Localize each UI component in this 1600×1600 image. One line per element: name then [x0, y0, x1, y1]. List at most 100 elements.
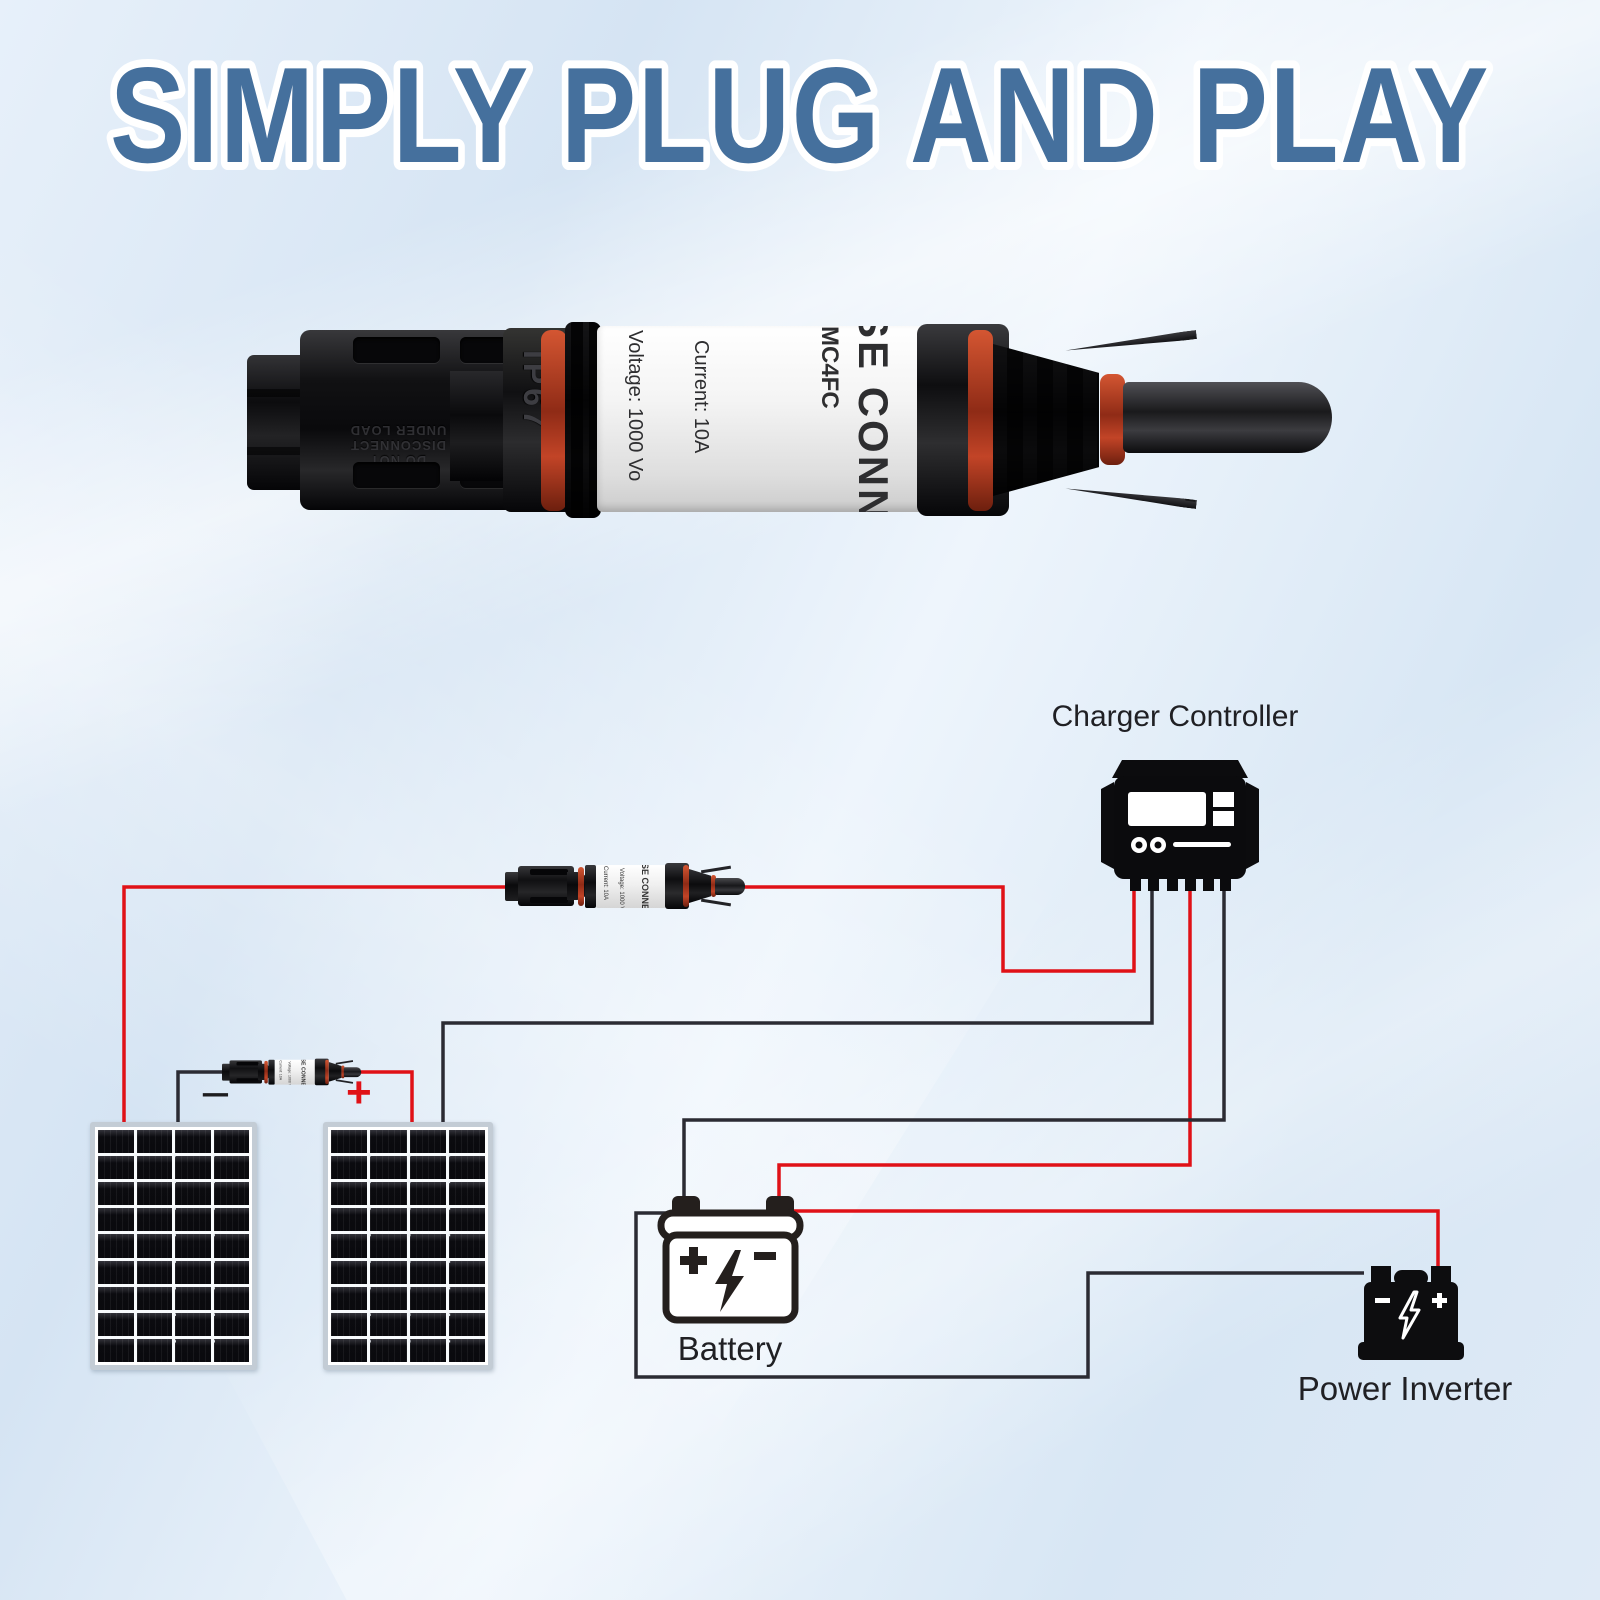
solar-cell: [136, 1156, 172, 1180]
inline-fuse-connector-top: Current: 10A Voltage: 1000 Vo SE CONNECT: [505, 862, 745, 910]
solar-cell: [370, 1182, 407, 1206]
solar-cell: [409, 1234, 446, 1258]
solar-cell: [98, 1260, 134, 1284]
solar-cell: [448, 1208, 485, 1232]
solar-cell: [331, 1312, 368, 1336]
title-banner: SIMPLY PLUG AND PLAY: [102, 40, 1496, 190]
solar-cell: [213, 1338, 249, 1362]
red-oring: [541, 330, 567, 511]
red-oring: [578, 867, 584, 906]
solar-cell: [175, 1312, 211, 1336]
connector-nut: [565, 322, 601, 518]
power-inverter-label: Power Inverter: [1297, 1370, 1513, 1407]
solar-cell: [448, 1156, 485, 1180]
connector-slot: [353, 337, 440, 363]
solar-cell: [409, 1338, 446, 1362]
solar-cell: [409, 1130, 446, 1154]
label-current-text: Current: 10A: [690, 340, 712, 454]
solar-cell: [448, 1260, 485, 1284]
solar-cell: [213, 1156, 249, 1180]
solar-cell: [448, 1234, 485, 1258]
solar-cell: [448, 1312, 485, 1336]
solar-cell: [370, 1286, 407, 1310]
solar-cell: [409, 1286, 446, 1310]
solar-cell: [370, 1208, 407, 1232]
solar-cell: [213, 1208, 249, 1232]
wire-battery-to-inverter-neg: [634, 1211, 1364, 1379]
battery-icon: [657, 1196, 804, 1324]
solar-cell: [409, 1156, 446, 1180]
connector-end-cap: [505, 872, 521, 901]
red-oring: [683, 865, 689, 907]
solar-cell: [409, 1312, 446, 1336]
solar-cell: [213, 1130, 249, 1154]
solar-cell: [98, 1338, 134, 1362]
solar-cell: [370, 1312, 407, 1336]
embossed-line: UNDER LOAD: [349, 423, 447, 438]
solar-cell: [213, 1260, 249, 1284]
locking-clip: [700, 898, 732, 907]
wire-fuse-mid-to-panel2: [361, 1070, 414, 1122]
solar-cell: [175, 1234, 211, 1258]
label-voltage-text: Voltage: 1000 Vo: [624, 330, 646, 482]
solar-cell: [448, 1286, 485, 1310]
solar-cell: [175, 1130, 211, 1154]
solar-cell: [331, 1208, 368, 1232]
connector-faceted-section: [328, 1062, 342, 1082]
solar-cells: [98, 1130, 249, 1362]
wire-controller-to-battery-neg: [777, 890, 1192, 1207]
solar-cell: [98, 1208, 134, 1232]
solar-cell: [136, 1338, 172, 1362]
solar-cell: [448, 1338, 485, 1362]
solar-cell: [213, 1182, 249, 1206]
solar-cell: [331, 1130, 368, 1154]
solar-cell: [331, 1260, 368, 1284]
charger-controller-label: Charger Controller: [1051, 700, 1299, 733]
solar-cell: [409, 1182, 446, 1206]
wire-fuse-top-to-controller: [743, 885, 1136, 973]
male-pin-barrel: [1123, 382, 1332, 453]
solar-cell: [98, 1312, 134, 1336]
solar-cell: [136, 1286, 172, 1310]
solar-cell: [175, 1338, 211, 1362]
connector-faceted-section: [689, 869, 711, 903]
solar-cells: [331, 1130, 485, 1362]
locking-clip: [700, 865, 732, 874]
solar-cell: [213, 1234, 249, 1258]
charger-controller-icon: [1101, 760, 1259, 891]
solar-cell: [213, 1286, 249, 1310]
red-oring: [264, 1060, 268, 1084]
connector-end-cap: [222, 1063, 232, 1081]
battery-label: Battery: [677, 1330, 783, 1367]
solar-cell: [370, 1156, 407, 1180]
power-inverter-icon: [1358, 1266, 1464, 1360]
label-text: Voltage: 1000 Vo: [618, 868, 624, 908]
page-title: SIMPLY PLUG AND PLAY: [110, 40, 1490, 190]
plus-sign: +: [346, 1068, 372, 1117]
wire-controller-to-battery-pos: [682, 890, 1226, 1207]
connector-body: [229, 1060, 263, 1084]
solar-cell: [136, 1130, 172, 1154]
label-model-text: MC4FC: [816, 326, 843, 409]
solar-cell: [370, 1130, 407, 1154]
wire-panel1-to-fuse-top: [122, 885, 507, 1122]
label-text: Current: 10A: [602, 866, 608, 901]
solar-cell: [175, 1182, 211, 1206]
fuse-label: Current: 10A Voltage: 1000 Vo SE CONNECT: [596, 865, 666, 908]
wire-battery-to-inverter-pos: [786, 1209, 1440, 1270]
fuse-connector-product-photo: DO NOT DISCONNECT UNDER LOAD IP67 Voltag…: [245, 316, 1335, 522]
label-name-text: SE CONNECT: [850, 326, 897, 512]
red-oring: [711, 875, 716, 897]
solar-cell: [213, 1312, 249, 1336]
solar-cell: [98, 1130, 134, 1154]
solar-cell: [331, 1156, 368, 1180]
label-text: Voltage: 1000 Vo: [287, 1061, 292, 1085]
label-text: SE CONNECT: [300, 1059, 307, 1085]
fuse-label: Voltage: 1000 Vo Current: 10A MC4FC SE C…: [597, 326, 929, 512]
minus-sign: –: [201, 1074, 230, 1112]
solar-cell: [175, 1286, 211, 1310]
connector-nut: [268, 1059, 275, 1085]
solar-cell: [331, 1286, 368, 1310]
solar-cell: [331, 1338, 368, 1362]
